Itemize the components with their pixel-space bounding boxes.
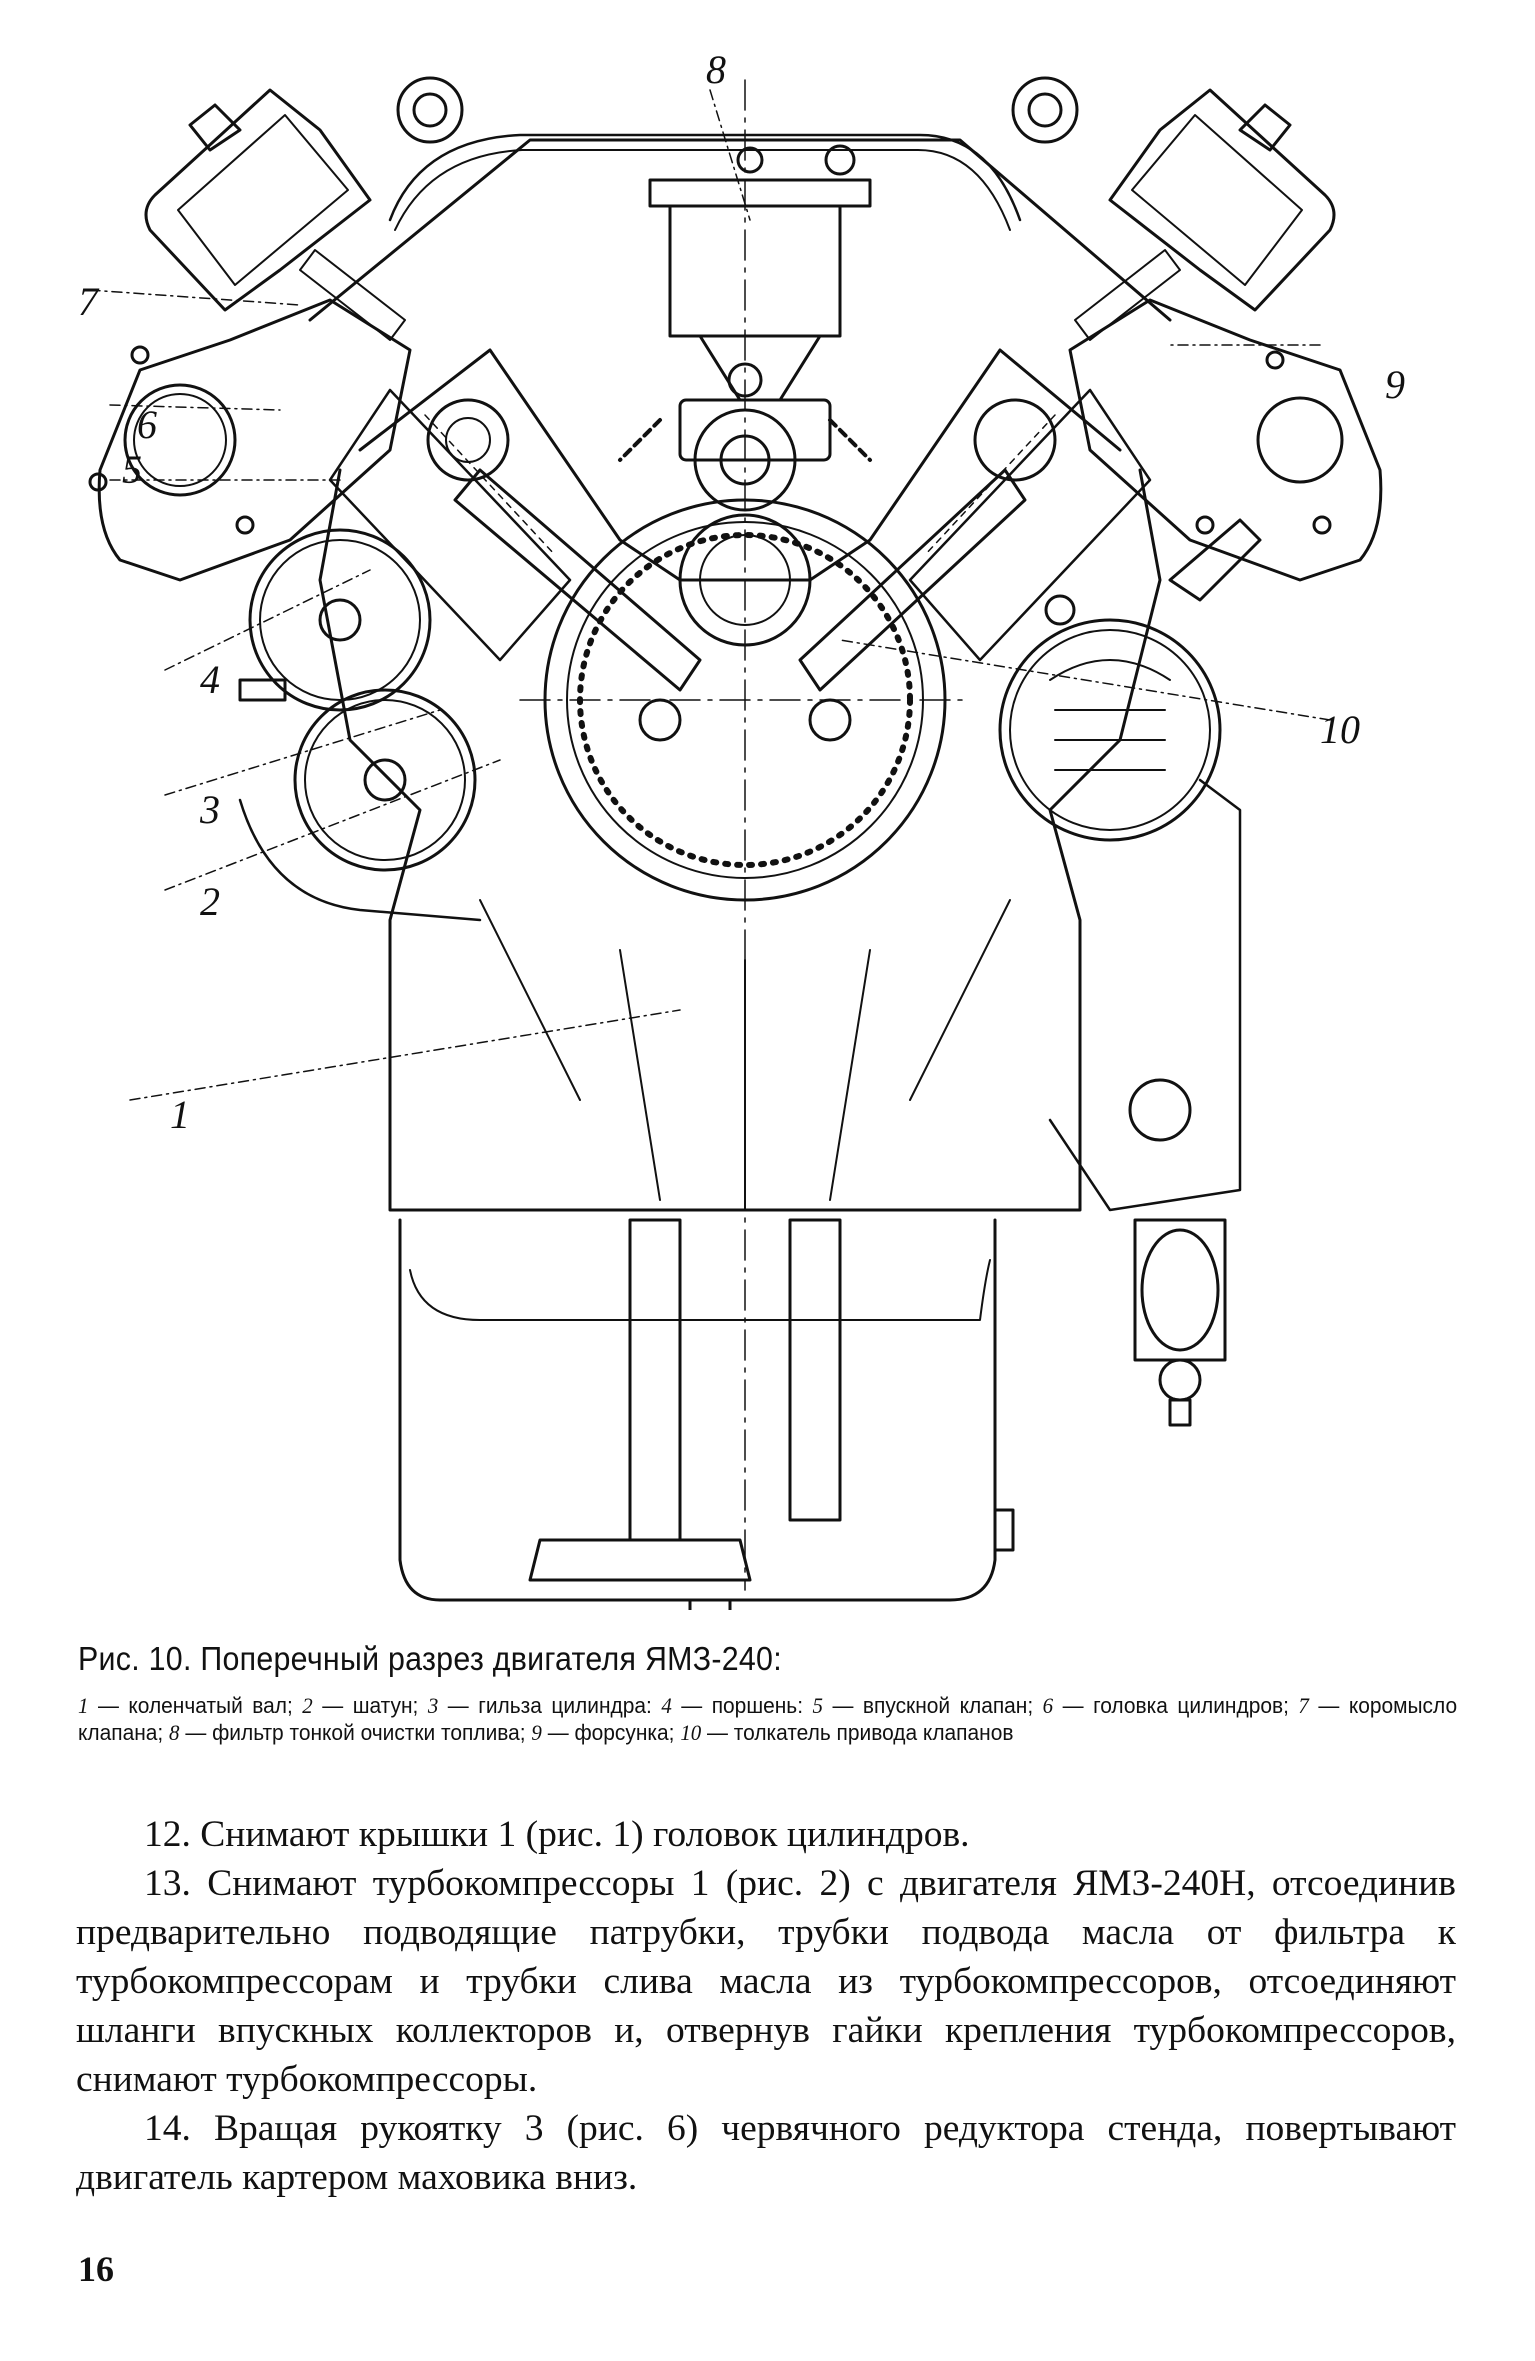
- legend-number: 6: [1042, 1693, 1054, 1718]
- callout-1: 1: [170, 1092, 190, 1137]
- callout-8: 8: [706, 47, 726, 92]
- callout-4: 4: [200, 657, 220, 702]
- legend-text: форсунка;: [574, 1720, 675, 1745]
- legend-number: 2: [302, 1693, 313, 1718]
- body-text: 12. Снимают крышки 1 (рис. 1) головок ци…: [76, 1810, 1456, 2202]
- legend-text: коленчатый вал;: [128, 1693, 293, 1718]
- legend-number: 7: [1298, 1693, 1309, 1718]
- lifting-eye-left: [396, 76, 464, 144]
- legend-item-5: 5 — впускной клапан;: [813, 1693, 1034, 1718]
- figure-engine-cross-section: 1 2 3 4 5 6 7 8 9 10: [60, 20, 1480, 1610]
- legend-number: 3: [427, 1693, 439, 1718]
- legend-dash: —: [88, 1693, 129, 1718]
- paragraph-14: 14. Вращая рукоятку 3 (рис. 6) червячног…: [76, 2108, 1456, 2198]
- lifting-eye-right: [1011, 76, 1079, 144]
- callout-leaders: [89, 89, 1331, 1101]
- legend-number: 5: [812, 1693, 823, 1718]
- fuel-pipe: [388, 133, 1022, 222]
- oil-sump: [398, 1218, 1015, 1610]
- piston-pin-left: [426, 398, 510, 482]
- legend-item-2: 2 — шатун;: [302, 1693, 418, 1718]
- legend-number: 1: [78, 1693, 89, 1718]
- legend-item-1: 1 — коленчатый вал;: [78, 1693, 293, 1718]
- engine-diagram: [88, 76, 1383, 1610]
- paragraph-13: 13. Снимают турбокомпрессоры 1 (рис. 2) …: [76, 1863, 1456, 2100]
- legend-text: головка цилиндров;: [1093, 1693, 1289, 1718]
- legend-number: 9: [531, 1720, 542, 1745]
- legend-dash: —: [1308, 1693, 1349, 1718]
- legend-item-6: 6 — головка цилиндров;: [1043, 1693, 1289, 1718]
- generator-right: [998, 518, 1262, 1212]
- legend-dash: —: [312, 1693, 353, 1718]
- legend-text: фильтр тонкой очистки топлива;: [212, 1720, 526, 1745]
- legend-text: поршень:: [711, 1693, 804, 1718]
- legend-number: 4: [661, 1693, 672, 1718]
- legend-item-10: 10 — толкатель привода клапанов: [680, 1720, 1013, 1745]
- callout-2: 2: [200, 879, 220, 924]
- legend-dash: —: [822, 1693, 863, 1718]
- callout-6: 6: [137, 402, 157, 447]
- legend-dash: —: [541, 1720, 575, 1745]
- legend-item-3: 3 — гильза цилиндра:: [428, 1693, 652, 1718]
- crankshaft: [519, 498, 971, 902]
- legend-item-9: 9 — форсунка;: [531, 1720, 674, 1745]
- connecting-rod-left: [453, 468, 702, 692]
- page-number: 16: [78, 2249, 114, 2289]
- camshaft: [693, 408, 797, 512]
- legend-dash: —: [701, 1720, 734, 1745]
- legend-item-8: 8 — фильтр тонкой очистки топлива;: [169, 1720, 526, 1745]
- legend-dash: —: [671, 1693, 712, 1718]
- left-cylinder-head: [88, 88, 412, 582]
- pulleys-left: [238, 528, 482, 922]
- cylinder-block: [308, 138, 1172, 1212]
- callout-9: 9: [1385, 362, 1405, 407]
- legend-item-7: 7 — коромысло клапана;: [78, 1693, 1457, 1745]
- legend-dash: —: [179, 1720, 213, 1745]
- caption-title: Рис. 10. Поперечный разрез двигателя ЯМЗ…: [78, 1640, 782, 1677]
- paragraph-12: 12. Снимают крышки 1 (рис. 1) головок ци…: [144, 1814, 970, 1855]
- legend-text: толкатель привода клапанов: [733, 1720, 1014, 1745]
- oil-pickup-tube: [628, 1218, 682, 1542]
- legend-dash: —: [438, 1693, 479, 1718]
- callout-3: 3: [200, 787, 220, 832]
- caption-legend: 1 — коленчатый вал; 2 — шатун; 3 — гильз…: [78, 1692, 1457, 1746]
- legend-text: гильза цилиндра:: [478, 1693, 652, 1718]
- right-cylinder-head: [1068, 88, 1383, 582]
- figure-caption: Рис. 10. Поперечный разрез двигателя ЯМЗ…: [78, 1640, 1458, 1746]
- callout-7: 7: [78, 279, 98, 324]
- legend-number: 8: [169, 1720, 180, 1745]
- legend-text: впускной клапан;: [862, 1693, 1034, 1718]
- legend-dash: —: [1053, 1693, 1094, 1718]
- legend-text: шатун;: [352, 1693, 419, 1718]
- connecting-rod-right: [798, 468, 1027, 692]
- legend-item-4: 4 — поршень:: [661, 1693, 803, 1718]
- callout-10: 10: [1320, 707, 1360, 752]
- callout-5: 5: [122, 447, 142, 492]
- legend-number: 10: [680, 1720, 702, 1745]
- legend-text: коромысло клапана;: [78, 1693, 1458, 1745]
- oil-filter: [1133, 1218, 1227, 1427]
- oil-strainer: [528, 1538, 752, 1582]
- fuel-filter: [648, 144, 872, 462]
- piston-pin-right: [973, 398, 1057, 482]
